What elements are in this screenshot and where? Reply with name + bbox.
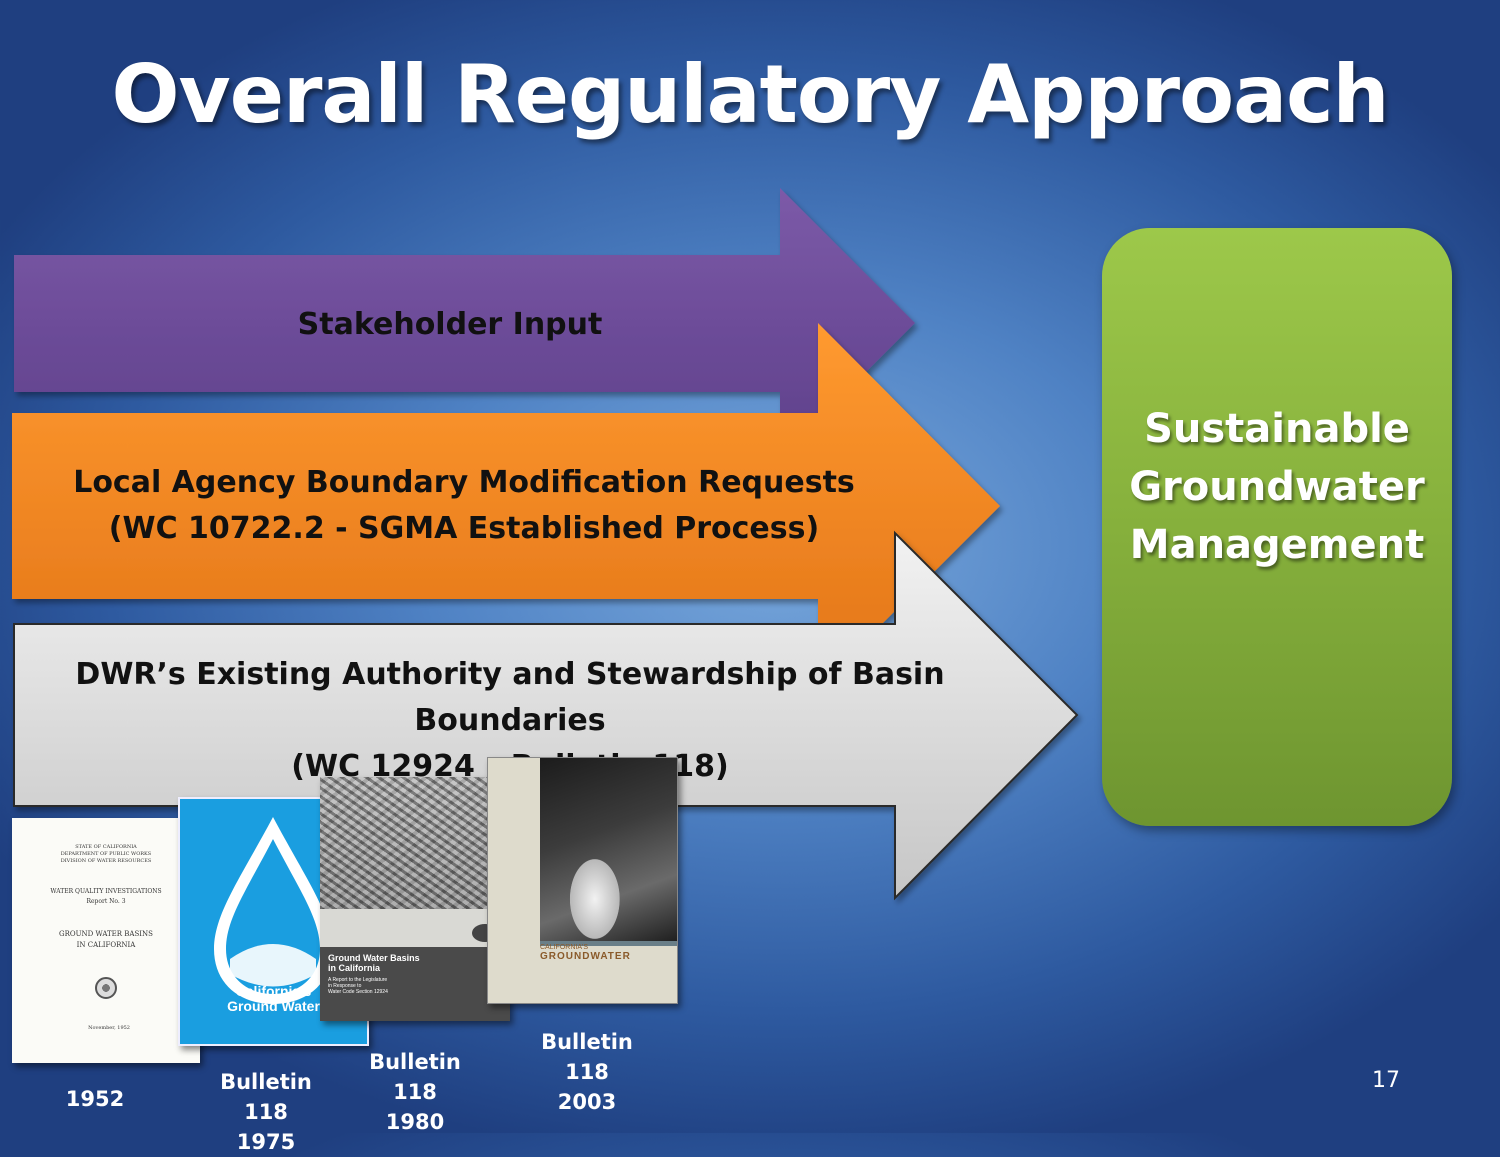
- arrow-local-agency: [12, 323, 1000, 688]
- cover-2003-line: CALIFORNIA'S: [540, 944, 589, 951]
- cover-1952-line: November, 1952: [88, 1025, 130, 1031]
- cover-1952-line: DEPARTMENT OF PUBLIC WORKS: [60, 851, 152, 857]
- aerial-photo: [320, 777, 510, 909]
- goal-text: Sustainable Groundwater Management: [1129, 406, 1425, 568]
- caption-1980: Bulletin 118 1980: [369, 1050, 461, 1134]
- page-number: 17: [1372, 1068, 1400, 1093]
- cover-1952-line: GROUND WATER BASINS: [59, 930, 153, 938]
- cover-1975-line: California's: [235, 983, 312, 999]
- cover-2003-label-band: [540, 941, 677, 946]
- cover-1952-line: WATER QUALITY INVESTIGATIONS: [50, 888, 162, 895]
- cover-1980-line: A Report to the Legislature: [328, 977, 388, 983]
- cover-2003: CALIFORNIA'S GROUNDWATER: [487, 757, 678, 1004]
- arrow-local-agency-line2: (WC 10722.2 - SGMA Established Process): [108, 511, 820, 546]
- caption-1975: Bulletin 118 1975: [220, 1070, 312, 1154]
- cover-1980-line: Ground Water Basins: [328, 953, 420, 963]
- cover-1980-line: Water Code Section 12924: [328, 989, 388, 995]
- cover-1980: Ground Water Basins in California A Repo…: [320, 777, 510, 1021]
- arrow-stakeholder: [14, 188, 915, 458]
- arrow-stakeholder-label: Stakeholder Input: [0, 302, 900, 348]
- arrow-local-agency-line1: Local Agency Boundary Modification Reque…: [73, 465, 855, 500]
- goal-box: Sustainable Groundwater Management: [1102, 228, 1452, 826]
- cover-1952-line: IN CALIFORNIA: [76, 941, 136, 949]
- cover-1975-line: Ground Water: [227, 998, 320, 1014]
- caption-1952: 1952: [65, 1087, 125, 1111]
- arrow-dwr-authority-label: DWR’s Existing Authority and Stewardship…: [0, 652, 1020, 790]
- water-pipe-photo: [540, 758, 677, 946]
- seal-icon: [95, 977, 117, 999]
- cover-1952: STATE OF CALIFORNIA DEPARTMENT OF PUBLIC…: [12, 818, 200, 1063]
- arrow-local-agency-label: Local Agency Boundary Modification Reque…: [0, 460, 928, 552]
- cover-1952-line: Report No. 3: [86, 898, 126, 905]
- arrow-stakeholder-line1: Stakeholder Input: [297, 307, 603, 342]
- slide-title: Overall Regulatory Approach: [111, 48, 1390, 141]
- cover-1952-line: DIVISION OF WATER RESOURCES: [60, 858, 152, 864]
- arrow-dwr-line1: DWR’s Existing Authority and Stewardship…: [75, 657, 945, 738]
- cover-1952-line: STATE OF CALIFORNIA: [75, 844, 137, 850]
- caption-2003: Bulletin 118 2003: [541, 1030, 633, 1114]
- cover-2003-line: GROUNDWATER: [540, 951, 631, 962]
- water-drop-icon: [214, 817, 332, 1004]
- arrow-dwr-authority: [13, 530, 1079, 901]
- cover-1980-line: in Response to: [328, 983, 362, 989]
- arrows-diagram: [12, 188, 1079, 901]
- cover-1980-line: in California: [328, 963, 381, 973]
